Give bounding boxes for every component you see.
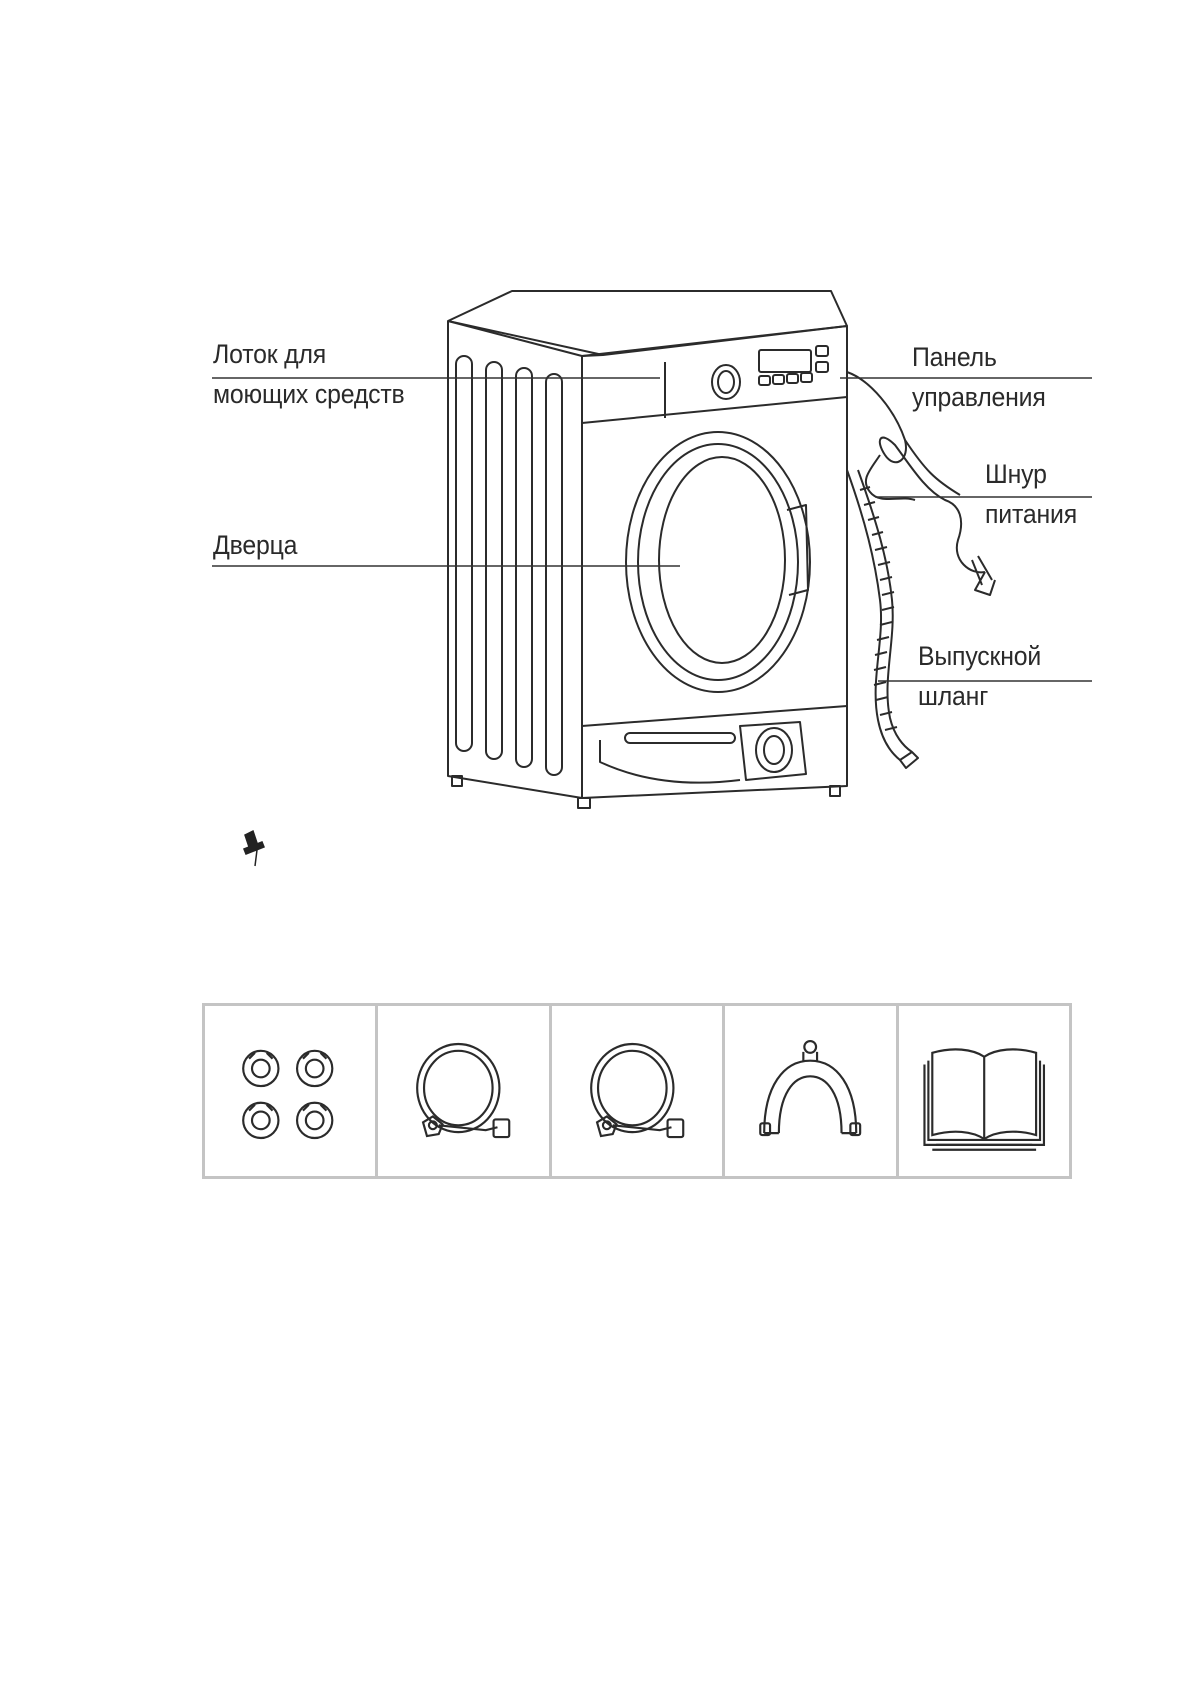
transport-caps-icon <box>242 1049 334 1140</box>
accessories-table <box>202 1003 1072 1179</box>
accessory-hose-hook <box>725 1006 899 1176</box>
hose-hook-icon <box>759 1039 862 1137</box>
label-power-cord-1: Шнур <box>985 459 1047 489</box>
inlet-hose-icon <box>589 1042 685 1139</box>
accessory-inlet-hose-1 <box>378 1006 552 1176</box>
label-detergent-tray-2: моющих средств <box>213 379 405 409</box>
label-control-panel-1: Панель <box>912 342 997 372</box>
accessory-inlet-hose-2 <box>552 1006 726 1176</box>
label-power-cord-2: питания <box>985 499 1077 529</box>
accessory-transport-caps <box>205 1006 379 1176</box>
inlet-hose-icon <box>416 1042 511 1139</box>
label-control-panel-2: управления <box>912 382 1046 412</box>
label-detergent-tray-1: Лоток для <box>213 339 327 369</box>
pushpin-icon <box>243 829 265 867</box>
label-drain-hose-1: Выпускной <box>918 641 1042 671</box>
label-door: Дверца <box>213 530 298 560</box>
accessory-manual <box>899 1006 1069 1176</box>
manual-book-icon <box>923 1048 1045 1151</box>
label-drain-hose-2: шланг <box>918 681 989 711</box>
